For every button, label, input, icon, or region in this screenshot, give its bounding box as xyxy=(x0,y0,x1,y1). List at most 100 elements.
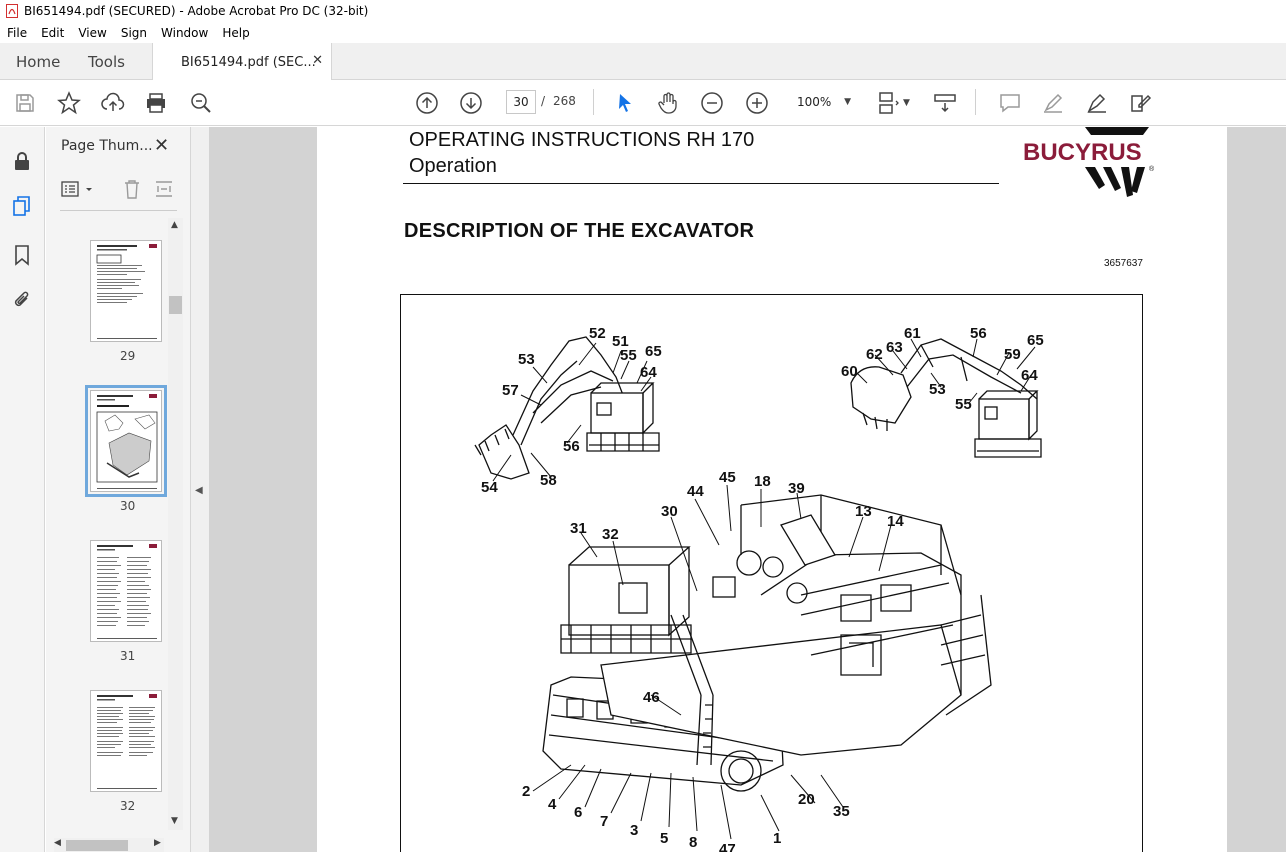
scroll-down-icon[interactable]: ▼ xyxy=(171,816,178,826)
comment-icon[interactable] xyxy=(998,91,1022,115)
scrollbar-thumb[interactable] xyxy=(169,296,182,314)
menu-sign[interactable]: Sign xyxy=(120,25,148,40)
bookmark-icon[interactable] xyxy=(11,244,33,266)
thumbnail-label-31: 31 xyxy=(120,649,136,663)
delete-page-icon[interactable] xyxy=(121,178,143,200)
callout-label: 8 xyxy=(689,834,698,851)
lock-icon[interactable] xyxy=(11,150,33,172)
callout-label: 30 xyxy=(661,503,678,520)
insert-page-icon[interactable] xyxy=(153,178,175,200)
window-title: BI651494.pdf (SECURED) - Adobe Acrobat P… xyxy=(24,4,369,18)
close-panel-icon[interactable]: ✕ xyxy=(154,135,170,156)
menu-bar: File Edit View Sign Window Help xyxy=(0,22,1286,43)
callout-label: 32 xyxy=(602,526,619,543)
chevron-down-icon: ▼ xyxy=(844,97,851,107)
excavator-drawing xyxy=(474,336,1042,840)
callout-label: 6 xyxy=(574,804,583,821)
tab-tools[interactable]: Tools xyxy=(88,52,125,71)
zoom-value: 100% xyxy=(797,95,832,109)
panel-divider xyxy=(60,210,177,211)
menu-window[interactable]: Window xyxy=(161,25,209,40)
menu-file[interactable]: File xyxy=(7,25,28,40)
zoom-in-icon[interactable] xyxy=(745,91,769,115)
callout-label: 62 xyxy=(866,346,883,363)
callout-label: 44 xyxy=(687,483,704,500)
menu-view[interactable]: View xyxy=(78,25,107,40)
logo-text: BUCYRUS xyxy=(1023,139,1142,166)
document-header-subtitle: Operation xyxy=(409,155,497,177)
page-thumbnail-29[interactable] xyxy=(90,240,162,342)
tab-home[interactable]: Home xyxy=(16,52,61,71)
thumbnail-label-32: 32 xyxy=(120,799,136,813)
callout-label: 53 xyxy=(929,381,946,398)
document-viewer[interactable]: OPERATING INSTRUCTIONS RH 170 Operation … xyxy=(209,127,1286,852)
attachment-icon[interactable] xyxy=(11,289,33,311)
zoom-out-icon[interactable] xyxy=(700,91,724,115)
highlight-icon[interactable] xyxy=(1041,91,1065,115)
page-number-input[interactable]: 30 xyxy=(506,90,536,114)
thumbnail-scrollbar[interactable]: ▲ ▼ xyxy=(168,218,183,830)
figure-id: 3657637 xyxy=(1104,258,1143,269)
collapse-panel-icon[interactable]: ◀ xyxy=(195,485,203,496)
page-thumbnail-32[interactable] xyxy=(90,690,162,792)
callout-label: 56 xyxy=(970,325,987,342)
document-header-title: OPERATING INSTRUCTIONS RH 170 xyxy=(409,129,755,151)
menu-edit[interactable]: Edit xyxy=(41,25,65,40)
menu-help[interactable]: Help xyxy=(222,25,250,40)
page-thumbnail-31[interactable] xyxy=(90,540,162,642)
callout-label: 54 xyxy=(481,479,498,496)
bucyrus-logo: BUCYRUS ® xyxy=(1023,127,1167,199)
callout-label: 51 xyxy=(612,333,629,350)
bookmark-star-icon[interactable] xyxy=(57,91,81,115)
page-down-icon[interactable] xyxy=(459,91,483,115)
thumbnail-label-29: 29 xyxy=(120,349,136,363)
callout-label: 39 xyxy=(788,480,805,497)
page-thumbnails-panel: Page Thum... ✕ 29 xyxy=(46,127,191,852)
callout-label: 60 xyxy=(841,363,858,380)
page-up-icon[interactable] xyxy=(415,91,439,115)
scroll-up-icon[interactable]: ▲ xyxy=(171,220,178,230)
scroll-left-icon[interactable]: ◀ xyxy=(54,838,61,848)
tab-document[interactable]: BI651494.pdf (SEC... ✕ xyxy=(152,43,332,81)
fit-page-icon[interactable] xyxy=(877,91,901,115)
select-arrow-icon[interactable] xyxy=(613,91,637,115)
tab-bar: Home Tools BI651494.pdf (SEC... ✕ xyxy=(0,43,1286,81)
callout-label: 31 xyxy=(570,520,587,537)
pages-icon[interactable] xyxy=(11,195,33,217)
scroll-right-icon[interactable]: ▶ xyxy=(154,838,161,848)
callout-label: 13 xyxy=(855,503,872,520)
upload-icon[interactable] xyxy=(101,91,125,115)
callout-label: 52 xyxy=(589,325,606,342)
hand-icon[interactable] xyxy=(656,91,680,115)
total-pages: 268 xyxy=(553,94,576,108)
chevron-down-icon[interactable]: ▼ xyxy=(903,98,910,108)
scroll-mode-icon[interactable] xyxy=(933,91,957,115)
edit-pdf-icon[interactable] xyxy=(1129,91,1153,115)
callout-label: 61 xyxy=(904,325,921,342)
callout-label: 56 xyxy=(563,438,580,455)
save-icon[interactable] xyxy=(13,91,37,115)
title-bar: BI651494.pdf (SECURED) - Adobe Acrobat P… xyxy=(0,0,1286,22)
callout-label: 64 xyxy=(640,364,657,381)
panel-splitter[interactable]: ◀ xyxy=(191,127,209,852)
callout-label: 7 xyxy=(600,813,609,830)
callout-label: 65 xyxy=(645,343,662,360)
horizontal-scrollbar[interactable]: ◀ ▶ xyxy=(54,838,164,852)
callout-label: 18 xyxy=(754,473,771,490)
callout-label: 3 xyxy=(630,822,639,839)
sign-icon[interactable] xyxy=(1085,91,1109,115)
zoom-select[interactable]: 100% ▼ xyxy=(787,90,857,114)
callout-label: 47 xyxy=(719,841,736,852)
page-thumbnail-30[interactable] xyxy=(85,385,167,497)
close-tab-icon[interactable]: ✕ xyxy=(312,53,323,68)
zoom-search-icon[interactable] xyxy=(189,91,213,115)
thumbnail-options-button[interactable] xyxy=(60,179,96,201)
scrollbar-thumb[interactable] xyxy=(66,840,128,851)
viewer-margin xyxy=(1235,127,1286,852)
callout-label: 20 xyxy=(798,791,815,808)
callout-label: 5 xyxy=(660,830,669,847)
callout-label: 14 xyxy=(887,513,904,530)
callout-label: 59 xyxy=(1004,346,1021,363)
callout-label: 1 xyxy=(773,830,782,847)
print-icon[interactable] xyxy=(144,91,168,115)
